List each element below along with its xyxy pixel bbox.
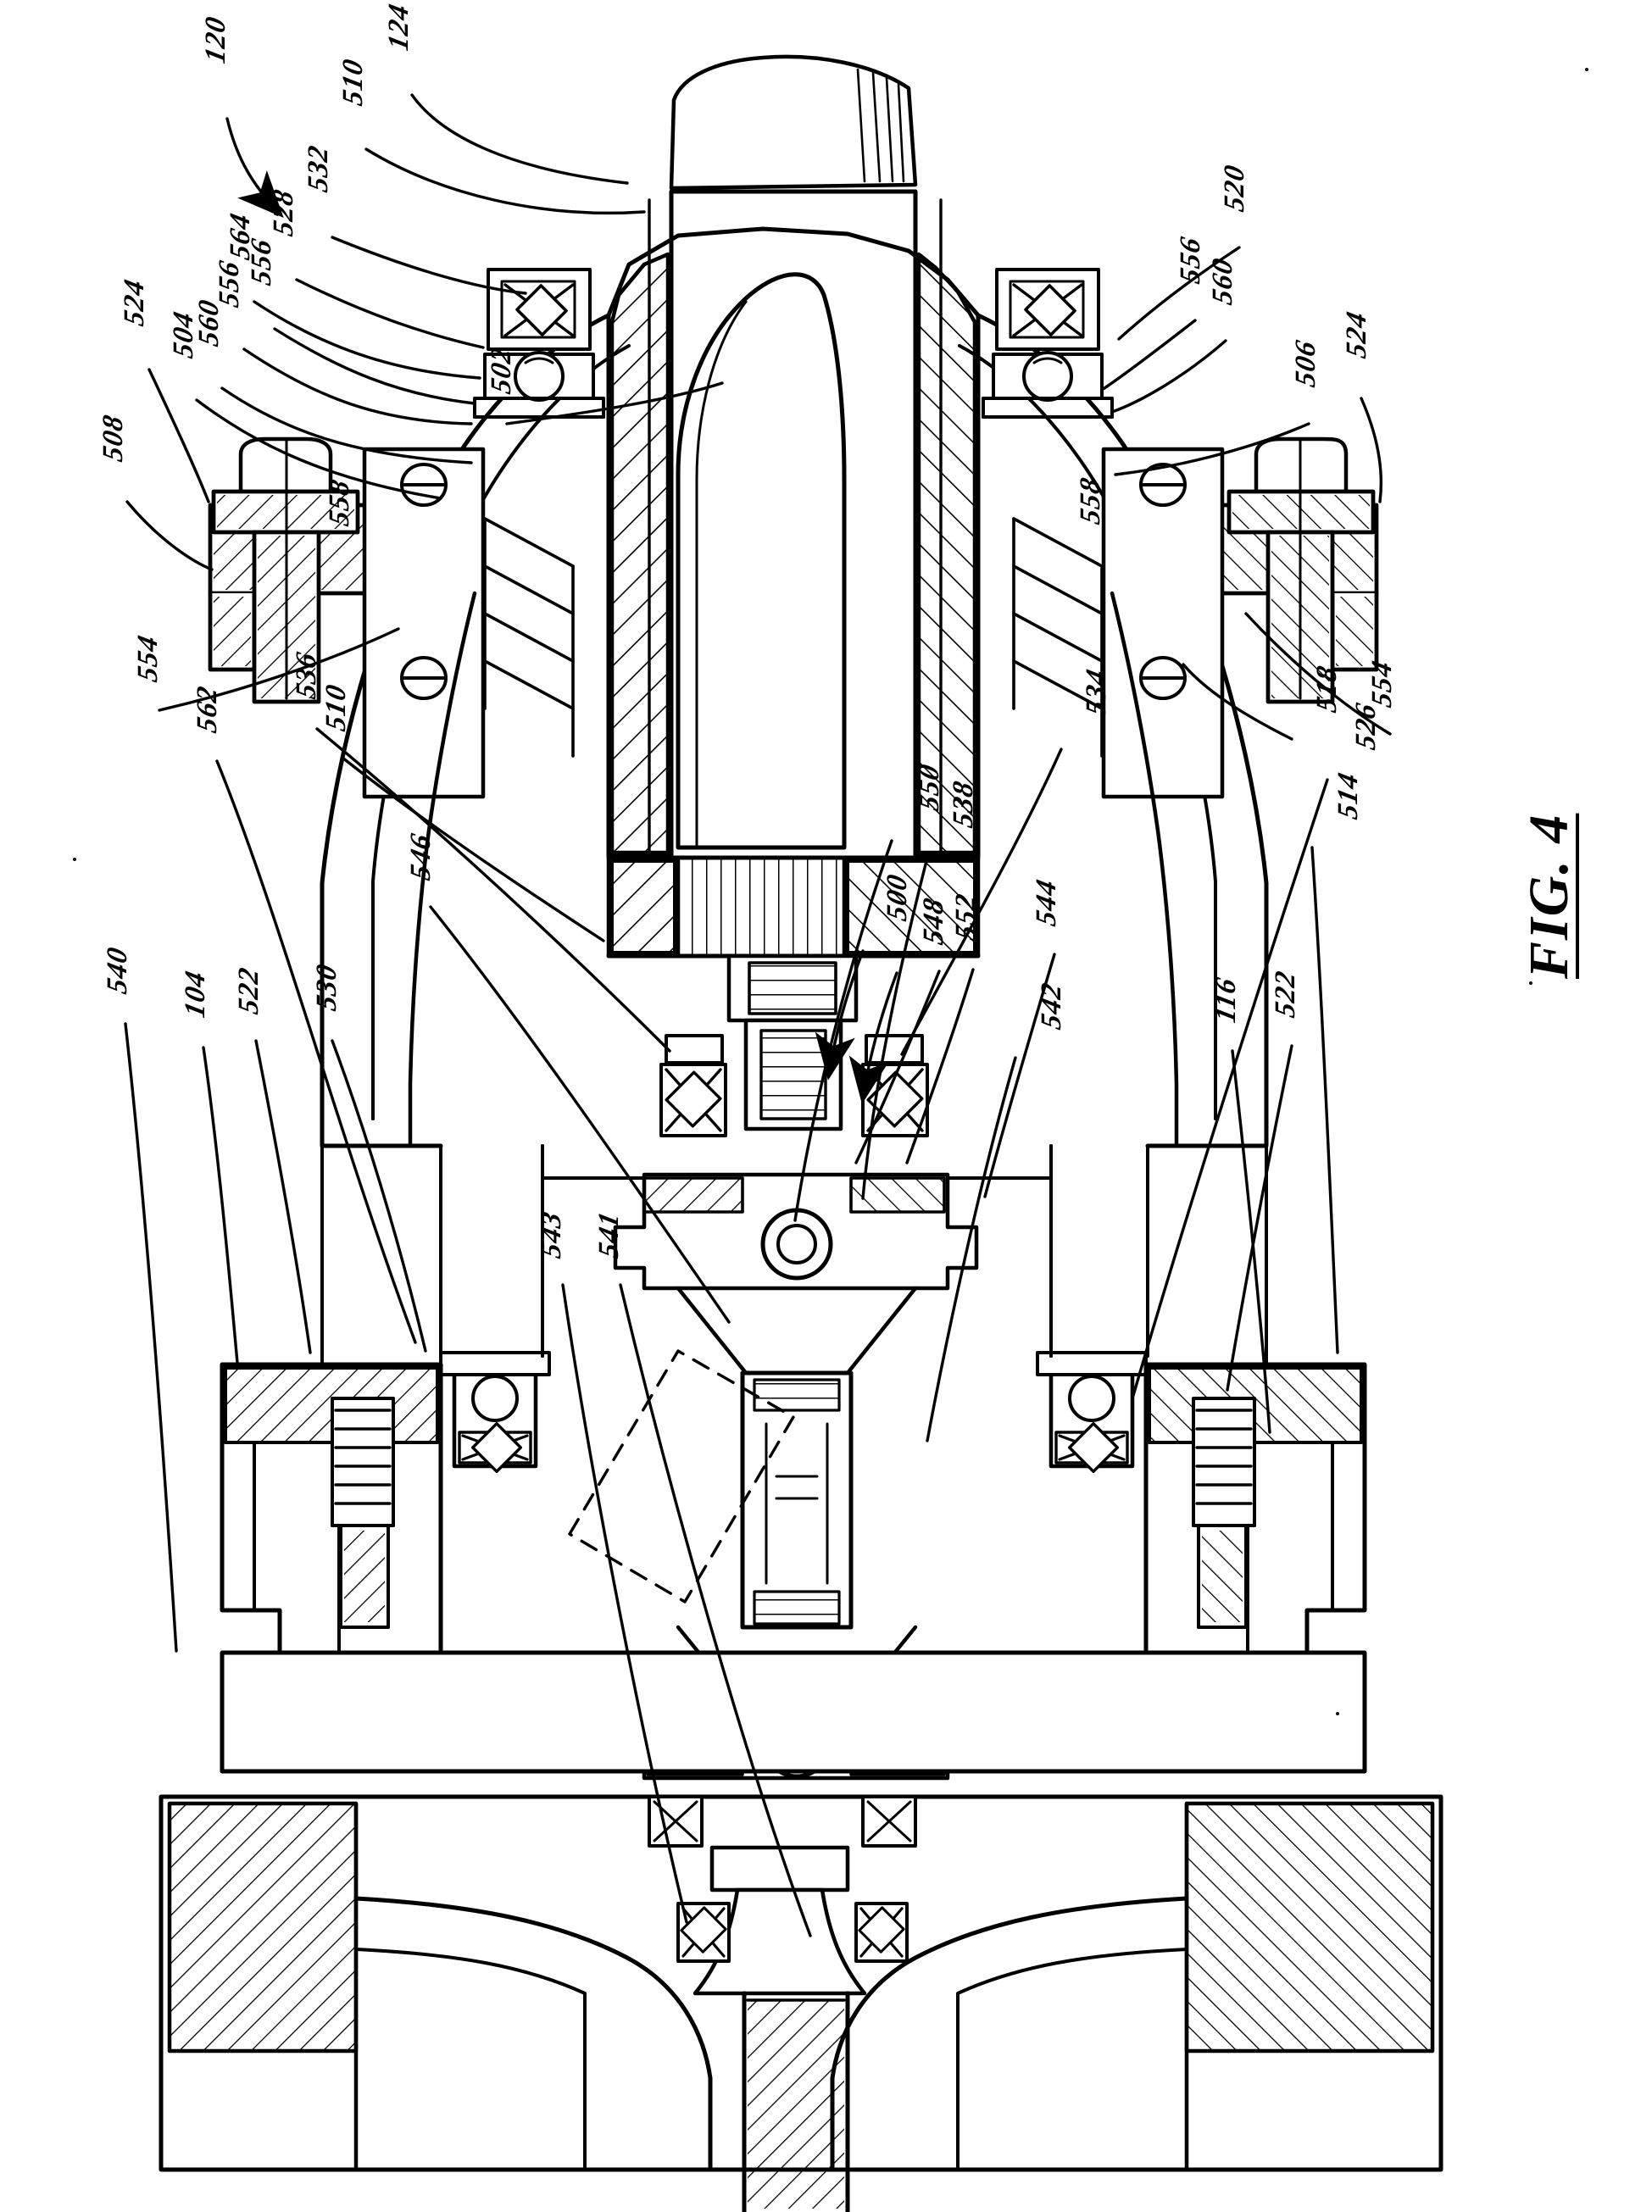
reference-numeral-534: 534 bbox=[1081, 666, 1112, 719]
reference-numeral-560: 560 bbox=[1207, 255, 1238, 308]
bottom-bearings bbox=[648, 1795, 917, 1848]
reference-numeral-116: 116 bbox=[1210, 974, 1242, 1025]
reference-numeral-124: 124 bbox=[383, 1, 414, 53]
reference-numeral-526: 526 bbox=[1350, 700, 1382, 753]
lower-bearing-left-562 bbox=[439, 1351, 551, 1473]
scan-speck bbox=[1585, 68, 1588, 71]
reference-numeral-556: 556 bbox=[246, 236, 277, 288]
hidden-detail-546 bbox=[568, 1349, 795, 1603]
reference-numeral-558: 558 bbox=[1075, 475, 1106, 527]
base-housing-540 bbox=[220, 1362, 1367, 1774]
reference-numeral-532: 532 bbox=[303, 142, 334, 195]
reference-numeral-504: 504 bbox=[168, 308, 199, 361]
bottom-section-540 bbox=[159, 1794, 1443, 2212]
reference-numeral-510: 510 bbox=[337, 56, 369, 108]
bolt-508-left bbox=[211, 436, 360, 704]
reference-numeral-510: 510 bbox=[320, 681, 352, 734]
reference-numeral-502: 502 bbox=[486, 344, 517, 397]
sweep-walls bbox=[408, 591, 1179, 1148]
cone-element-502 bbox=[676, 272, 847, 850]
upper-housing-510 bbox=[606, 189, 981, 859]
spring-bar-left-558 bbox=[362, 447, 486, 799]
reference-numeral-543: 543 bbox=[536, 1209, 567, 1261]
adjusting-screw-left-522 bbox=[331, 1397, 395, 1629]
scan-speck bbox=[1529, 981, 1532, 985]
reference-numeral-562: 562 bbox=[192, 683, 223, 736]
leader-lines bbox=[124, 93, 1392, 1937]
input-shaft-124 bbox=[669, 54, 918, 191]
reference-numeral-508: 508 bbox=[97, 412, 129, 464]
reference-numeral-542: 542 bbox=[1036, 980, 1067, 1032]
output-shaft-546 bbox=[740, 1370, 854, 1630]
reference-numeral-541: 541 bbox=[593, 1209, 625, 1261]
lower-bearing-right-526 bbox=[1036, 1351, 1148, 1473]
reference-numeral-554: 554 bbox=[1366, 658, 1398, 710]
structure-edges bbox=[320, 1144, 1268, 1368]
reference-numeral-558: 558 bbox=[324, 476, 355, 529]
scan-speck bbox=[1336, 1712, 1339, 1715]
coil-spring-left bbox=[483, 517, 575, 758]
hub-bearing-left-536 bbox=[659, 1034, 727, 1137]
reference-numeral-536: 536 bbox=[291, 649, 322, 702]
carrier-plate bbox=[613, 1172, 979, 1376]
adjusting-screw-right-522 bbox=[1192, 1397, 1256, 1629]
reference-numeral-518: 518 bbox=[1311, 663, 1343, 715]
reference-numeral-550: 550 bbox=[914, 761, 945, 814]
reference-numeral-540: 540 bbox=[102, 944, 133, 997]
reference-numeral-552: 552 bbox=[950, 891, 982, 943]
reference-numeral-548: 548 bbox=[918, 895, 949, 948]
reference-numeral-556: 556 bbox=[1175, 234, 1206, 286]
reference-numeral-524: 524 bbox=[1341, 308, 1372, 361]
reference-numeral-514: 514 bbox=[1332, 770, 1364, 822]
spline-hub-536-534 bbox=[726, 953, 859, 1131]
scan-speck bbox=[73, 858, 76, 861]
ring-gear-teeth bbox=[606, 855, 981, 959]
seal-543 bbox=[676, 1902, 731, 1963]
reference-numeral-520: 520 bbox=[1219, 162, 1250, 214]
reference-numeral-528: 528 bbox=[268, 186, 299, 239]
seal-541 bbox=[854, 1902, 909, 1963]
reference-numeral-538: 538 bbox=[948, 778, 979, 831]
coil-spring-right bbox=[1012, 517, 1104, 758]
reference-numeral-522: 522 bbox=[233, 964, 264, 1017]
reference-numeral-500: 500 bbox=[882, 871, 913, 924]
figure-label: FIG. 4 bbox=[1518, 813, 1580, 979]
reference-numeral-120: 120 bbox=[200, 14, 231, 66]
spring-bar-right-558 bbox=[1101, 447, 1225, 799]
bearing-assembly-right-556 bbox=[982, 268, 1114, 419]
reference-numeral-506: 506 bbox=[1290, 337, 1321, 390]
reference-numeral-524: 524 bbox=[119, 276, 150, 329]
reference-numeral-554: 554 bbox=[132, 632, 164, 685]
bolt-508-right bbox=[1226, 436, 1376, 704]
reference-numeral-530: 530 bbox=[311, 961, 342, 1014]
reference-numeral-546: 546 bbox=[405, 831, 437, 883]
reference-numeral-522: 522 bbox=[1270, 968, 1301, 1020]
reference-numeral-104: 104 bbox=[180, 968, 211, 1020]
reference-numeral-544: 544 bbox=[1031, 876, 1062, 929]
bearing-assembly-left-556 bbox=[473, 268, 605, 419]
